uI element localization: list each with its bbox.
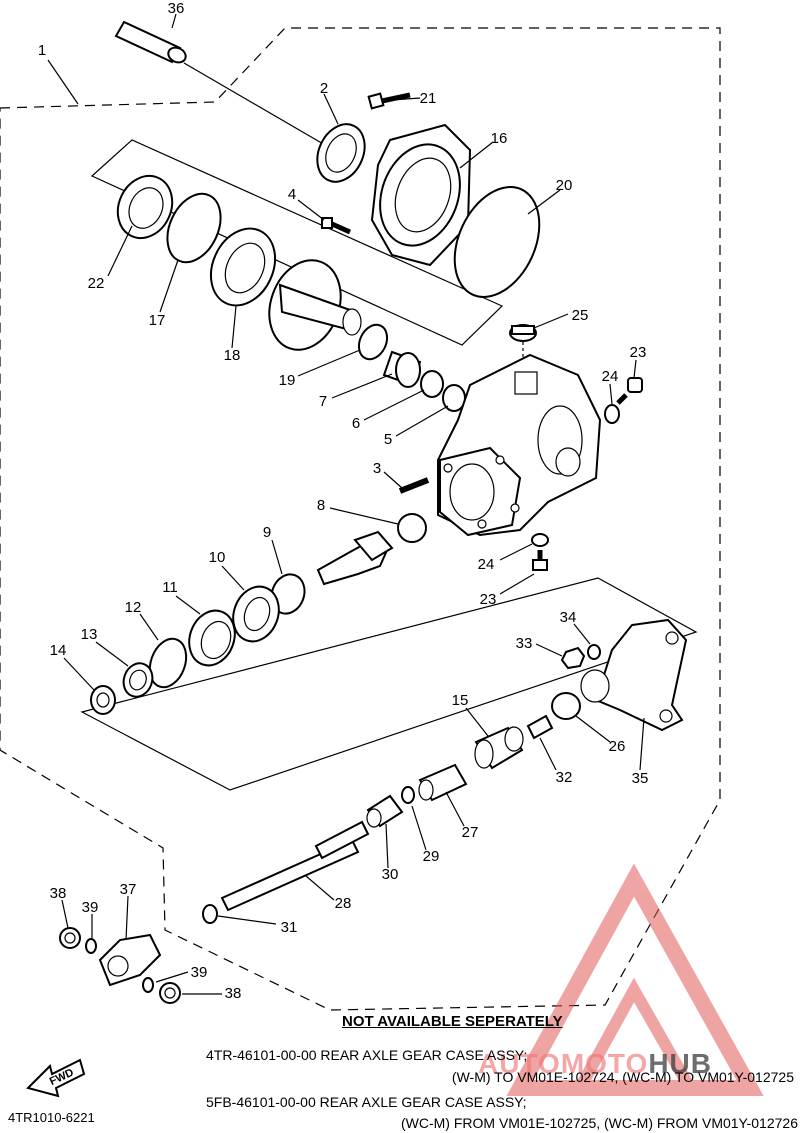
callout-31: 31 <box>281 919 298 936</box>
part-15-boot <box>474 726 524 770</box>
callout-34: 34 <box>560 609 577 626</box>
callout-11: 11 <box>162 579 178 596</box>
callout-14: 14 <box>50 642 67 659</box>
part-24-gasket-lower <box>531 533 549 547</box>
callout-24: 24 <box>602 368 619 385</box>
part-19-shim <box>357 323 389 361</box>
callout-10: 10 <box>209 549 226 566</box>
part-30-coupling <box>366 794 404 828</box>
part-8-bearing <box>397 513 427 543</box>
callout-20: 20 <box>556 177 573 194</box>
part-25-plug <box>509 324 537 385</box>
part-31-circlip <box>202 904 218 924</box>
part-24-gasket-upper <box>604 404 620 424</box>
assembly-boundary <box>0 27 721 1011</box>
callout-36: 36 <box>168 0 185 17</box>
part-16-bearing-housing <box>370 123 472 267</box>
callout-39: 39 <box>191 964 208 981</box>
callout-28: 28 <box>335 895 352 912</box>
part-33-nut <box>560 646 586 670</box>
callout-26: 26 <box>609 738 626 755</box>
callout-38: 38 <box>50 885 67 902</box>
callout-23: 23 <box>480 591 497 608</box>
callout-38: 38 <box>225 985 242 1002</box>
part-4-bolt <box>321 217 352 235</box>
callout-13: 13 <box>81 626 98 643</box>
callout-1: 1 <box>38 42 46 59</box>
part-13-oil-seal <box>122 662 154 698</box>
part-23-drain-bolt-upper <box>616 377 643 405</box>
part-32-spring <box>526 714 554 740</box>
callout-37: 37 <box>120 881 137 898</box>
lower-subassembly-frame <box>80 577 698 791</box>
part-39-circlip-left <box>85 938 97 954</box>
callout-9: 9 <box>263 524 271 541</box>
callout-3: 3 <box>373 460 381 477</box>
callout-35: 35 <box>632 770 649 787</box>
part-6-collar <box>420 370 444 398</box>
part-3-stud <box>398 477 430 494</box>
callout-15: 15 <box>452 692 469 709</box>
callout-16: 16 <box>491 130 508 147</box>
part-35-housing <box>580 618 688 732</box>
callout-30: 30 <box>382 866 399 883</box>
part-38-bearing-cup-right <box>159 982 181 1004</box>
callout-8: 8 <box>317 497 325 514</box>
callout-39: 39 <box>82 899 99 916</box>
callout-33: 33 <box>516 635 533 652</box>
part-7-needle-bearing <box>382 350 422 388</box>
callout-22: 22 <box>88 275 105 292</box>
part-23-drain-bolt-lower <box>532 550 548 571</box>
part-12-o-ring <box>148 637 188 689</box>
part-11-ring-nut <box>188 609 236 667</box>
part-14-collar <box>90 685 116 715</box>
part-9-o-ring <box>270 573 306 615</box>
part-10-bearing <box>232 585 280 643</box>
part-2-shim <box>316 123 366 183</box>
callout-12: 12 <box>125 599 142 616</box>
callout-2: 2 <box>320 80 328 97</box>
callout-17: 17 <box>149 312 166 329</box>
part-26-collar <box>551 692 581 720</box>
part-28-drive-shaft <box>220 820 370 912</box>
ring-gear <box>268 259 362 351</box>
callout-25: 25 <box>572 307 589 324</box>
part-17-o-ring <box>166 192 222 264</box>
callout-19: 19 <box>279 372 296 389</box>
watermark-text: AUTOMOTOHUB <box>478 1048 712 1079</box>
callout-27: 27 <box>462 824 479 841</box>
callout-5: 5 <box>384 431 392 448</box>
callout-7: 7 <box>319 393 327 410</box>
callout-6: 6 <box>352 415 360 432</box>
callout-29: 29 <box>423 848 440 865</box>
part-27-sleeve <box>418 763 468 802</box>
part-37-universal-joint <box>98 933 162 987</box>
part-22-oil-seal <box>116 174 174 240</box>
fwd-arrow: FWD <box>26 1058 86 1098</box>
part-21-bolt <box>367 92 411 110</box>
part-20-o-ring <box>453 186 541 298</box>
main-gear-case <box>437 353 602 537</box>
callout-24: 24 <box>478 556 495 573</box>
callout-21: 21 <box>420 90 437 107</box>
callout-4: 4 <box>288 186 296 203</box>
callout-23: 23 <box>630 344 647 361</box>
callout-32: 32 <box>556 769 573 786</box>
part-34-washer <box>587 644 601 660</box>
watermark-logo <box>506 863 764 1096</box>
part-29-circlip <box>401 786 415 804</box>
part-38-bearing-cup-left <box>59 927 81 949</box>
part-39-circlip-right <box>142 977 154 993</box>
part-36-tube <box>114 20 326 146</box>
pinion-gear <box>316 530 394 586</box>
part-18-bearing <box>209 227 277 307</box>
leader-lines <box>61 13 645 995</box>
callout-18: 18 <box>224 347 241 364</box>
